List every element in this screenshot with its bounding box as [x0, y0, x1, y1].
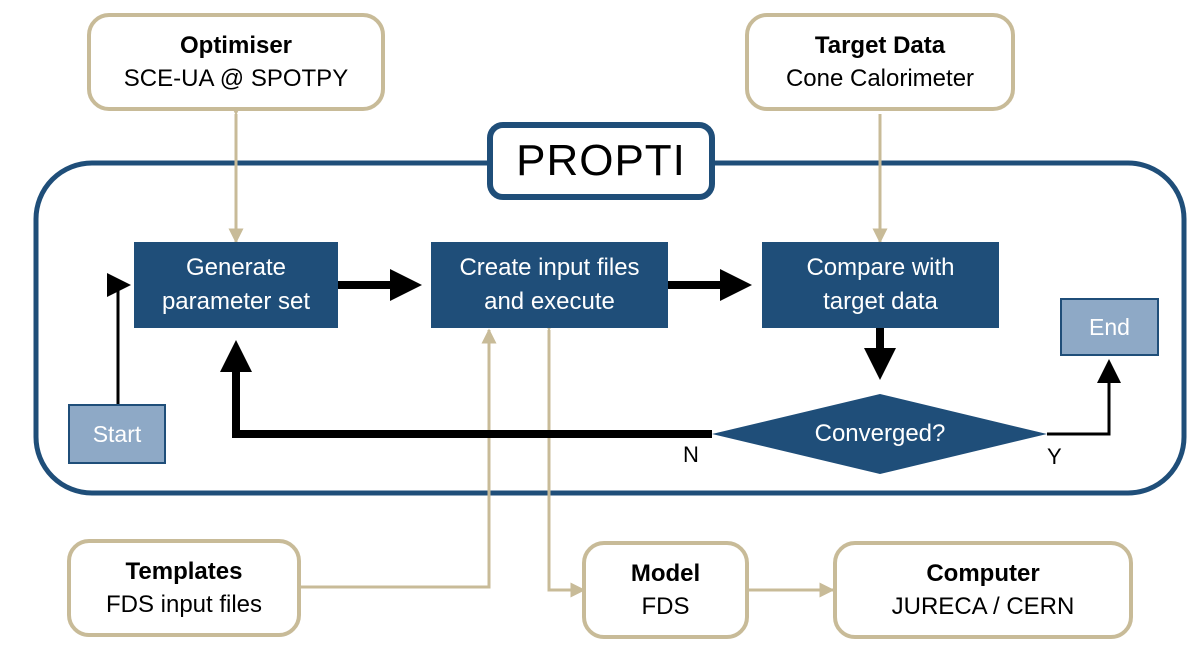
computer-box: Computer JURECA / CERN	[833, 541, 1133, 639]
arrow-yes-end	[1047, 359, 1121, 436]
optimiser-title: Optimiser	[179, 32, 293, 59]
templates-title: Templates	[125, 558, 243, 585]
decision-label: Converged?	[814, 420, 946, 447]
step-compare-line1: Compare with	[806, 254, 955, 281]
step-compare-line2: target data	[823, 288, 938, 315]
templates-box: Templates FDS input files	[67, 539, 301, 637]
start-terminal: Start	[68, 404, 166, 464]
templates-connector	[301, 328, 497, 589]
model-connector	[541, 316, 586, 598]
step-generate-line2: parameter set	[161, 288, 311, 315]
step-create: Create input files and execute	[431, 242, 668, 328]
target-data-subtitle: Cone Calorimeter	[785, 65, 975, 92]
step-create-line1: Create input files	[459, 254, 640, 281]
arrow-start	[107, 273, 131, 404]
step-create-line2: and execute	[484, 288, 615, 315]
optimiser-subtitle: SCE-UA @ SPOTPY	[123, 65, 349, 92]
decision-diamond	[712, 394, 1047, 474]
target-data-box: Target Data Cone Calorimeter	[745, 13, 1015, 111]
end-terminal: End	[1060, 298, 1159, 356]
no-label: N	[683, 442, 699, 467]
step-compare: Compare with target data	[762, 242, 999, 328]
computer-subtitle: JURECA / CERN	[891, 593, 1075, 620]
propti-title: PROPTI	[487, 122, 715, 200]
step-generate-line1: Generate	[185, 254, 287, 281]
computer-title: Computer	[926, 560, 1040, 587]
propti-frame	[33, 160, 1187, 496]
target-data-title: Target Data	[814, 32, 946, 59]
model-box: Model FDS	[582, 541, 749, 639]
yes-label: Y	[1047, 444, 1062, 469]
model-title: Model	[630, 560, 701, 587]
optimiser-box: Optimiser SCE-UA @ SPOTPY	[87, 13, 385, 111]
model-subtitle: FDS	[641, 593, 690, 620]
arrow-no-loop	[220, 340, 712, 438]
templates-subtitle: FDS input files	[105, 591, 263, 618]
step-generate: Generate parameter set	[134, 242, 338, 328]
